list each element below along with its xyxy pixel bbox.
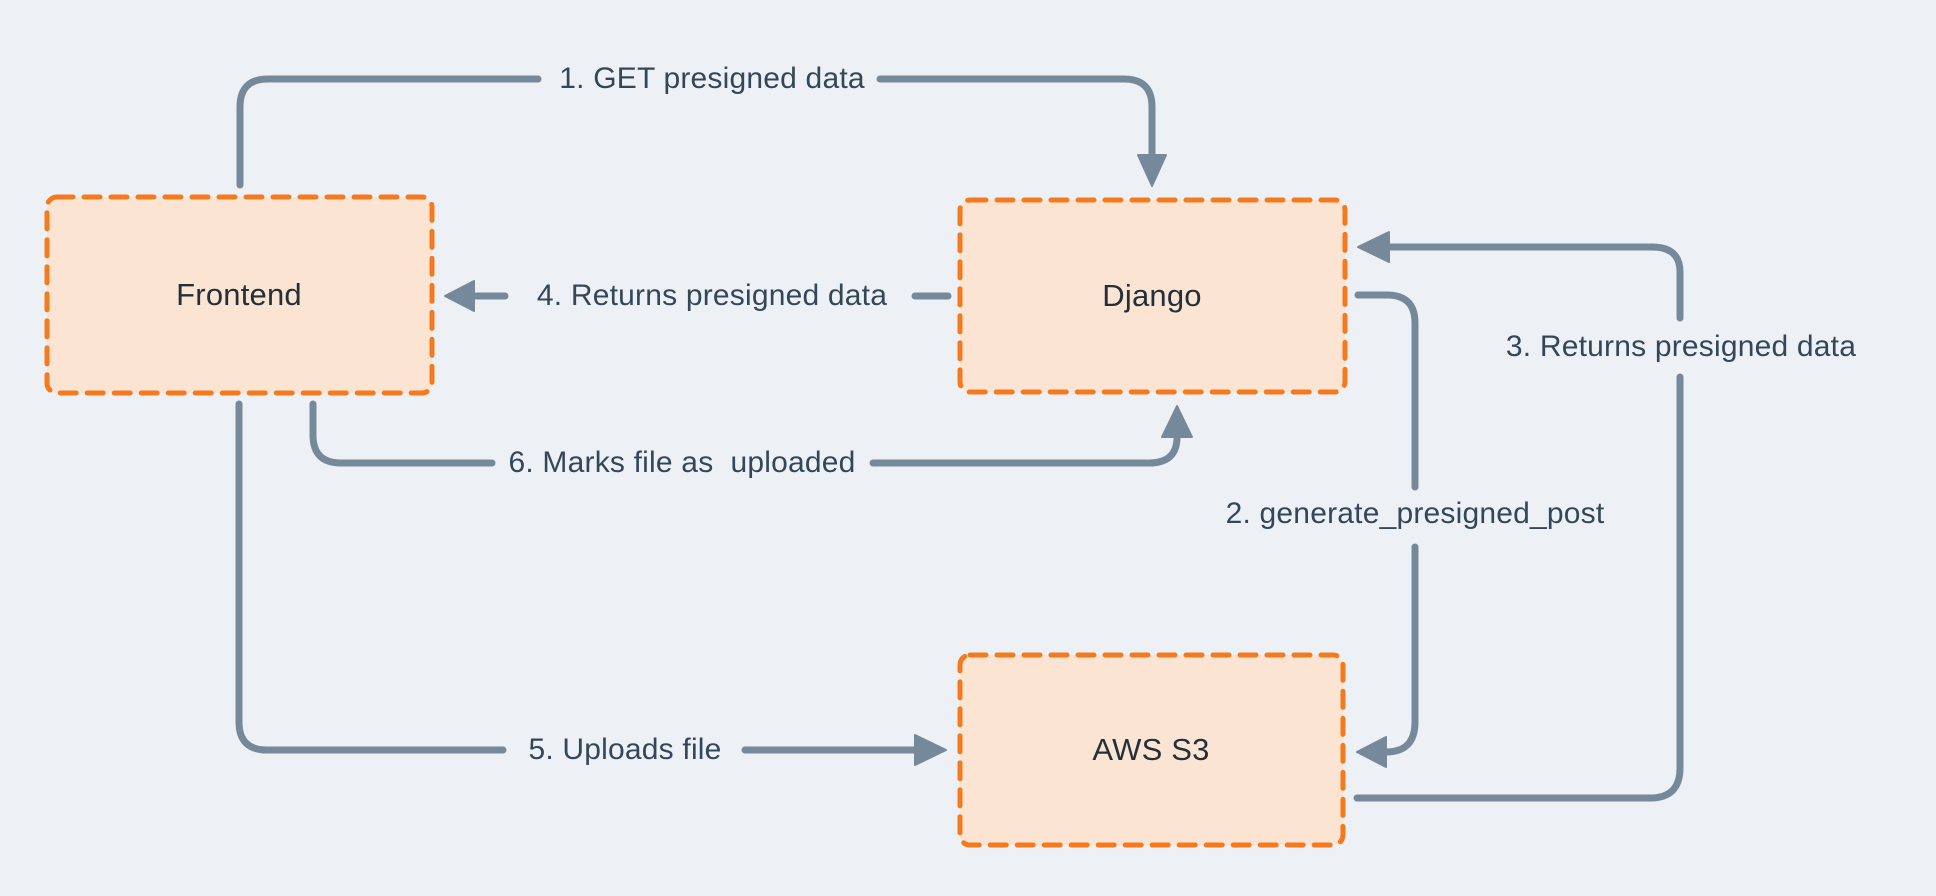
edge-4-label: 4. Returns presigned data	[536, 279, 888, 312]
aws-s3-box-outline	[957, 652, 1346, 848]
edge-3-arrow	[1353, 231, 1684, 802]
edge-6-label: 6. Marks file as uploaded	[508, 446, 856, 479]
edge-1-arrow	[236, 75, 1167, 189]
frontend-box-outline	[44, 194, 435, 396]
django-node-label: Django	[1102, 278, 1202, 313]
edge-3-label: 3. Returns presigned data	[1505, 330, 1857, 363]
edge-4-arrow	[444, 280, 952, 312]
aws-s3-node-label: AWS S3	[1092, 732, 1210, 767]
edge-5-arrow	[235, 400, 947, 766]
frontend-node-label: Frontend	[176, 277, 302, 312]
edge-1-label: 1. GET presigned data	[559, 62, 865, 95]
django-box-outline	[957, 197, 1348, 395]
edge-6-arrow	[309, 400, 1193, 467]
edge-5-label: 5. Uploads file	[528, 733, 722, 766]
edge-2-arrow	[1354, 291, 1419, 768]
edge-2-label: 2. generate_presigned_post	[1225, 497, 1605, 530]
